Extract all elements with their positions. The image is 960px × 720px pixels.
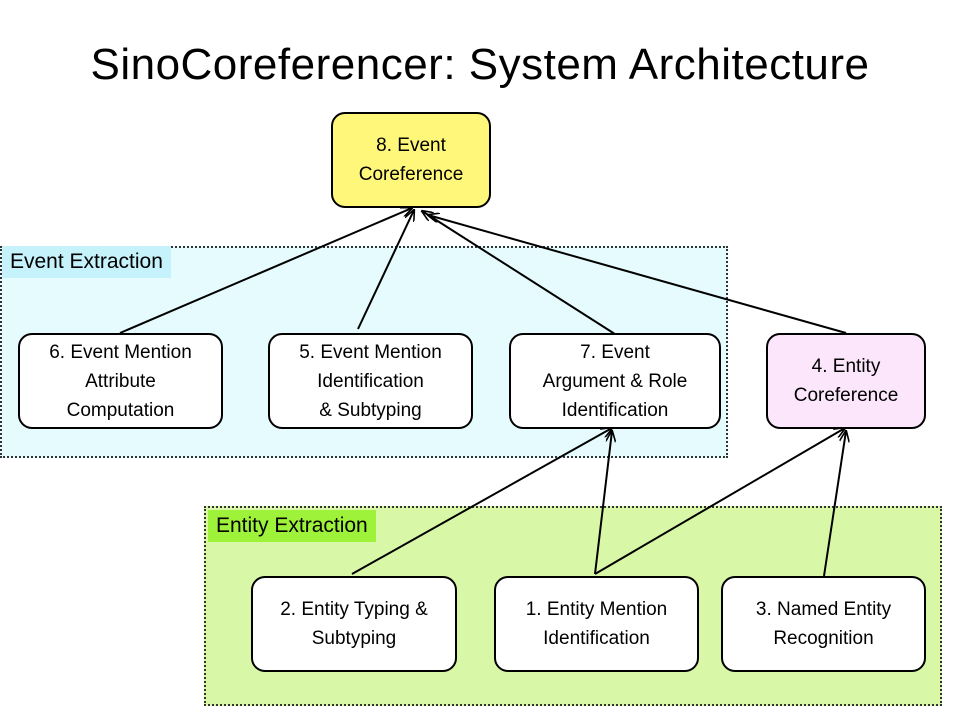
event-extraction-label: Event Extraction bbox=[2, 246, 171, 278]
event-mention-identification-node: 5. Event Mention Identification & Subtyp… bbox=[268, 333, 473, 429]
event-mention-attribute-computation-node: 6. Event Mention Attribute Computation bbox=[18, 333, 223, 429]
entity-coreference-node: 4. Entity Coreference bbox=[766, 333, 926, 429]
event-argument-role-identification-node: 7. Event Argument & Role Identification bbox=[509, 333, 721, 429]
diagram-title: SinoCoreferencer: System Architecture bbox=[90, 40, 870, 89]
entity-extraction-label: Entity Extraction bbox=[208, 510, 376, 542]
entity-mention-identification-node: 1. Entity Mention Identification bbox=[494, 576, 699, 672]
entity-typing-subtyping-node: 2. Entity Typing & Subtyping bbox=[251, 576, 457, 672]
named-entity-recognition-node: 3. Named Entity Recognition bbox=[721, 576, 926, 672]
event-coreference-node: 8. Event Coreference bbox=[331, 112, 491, 208]
